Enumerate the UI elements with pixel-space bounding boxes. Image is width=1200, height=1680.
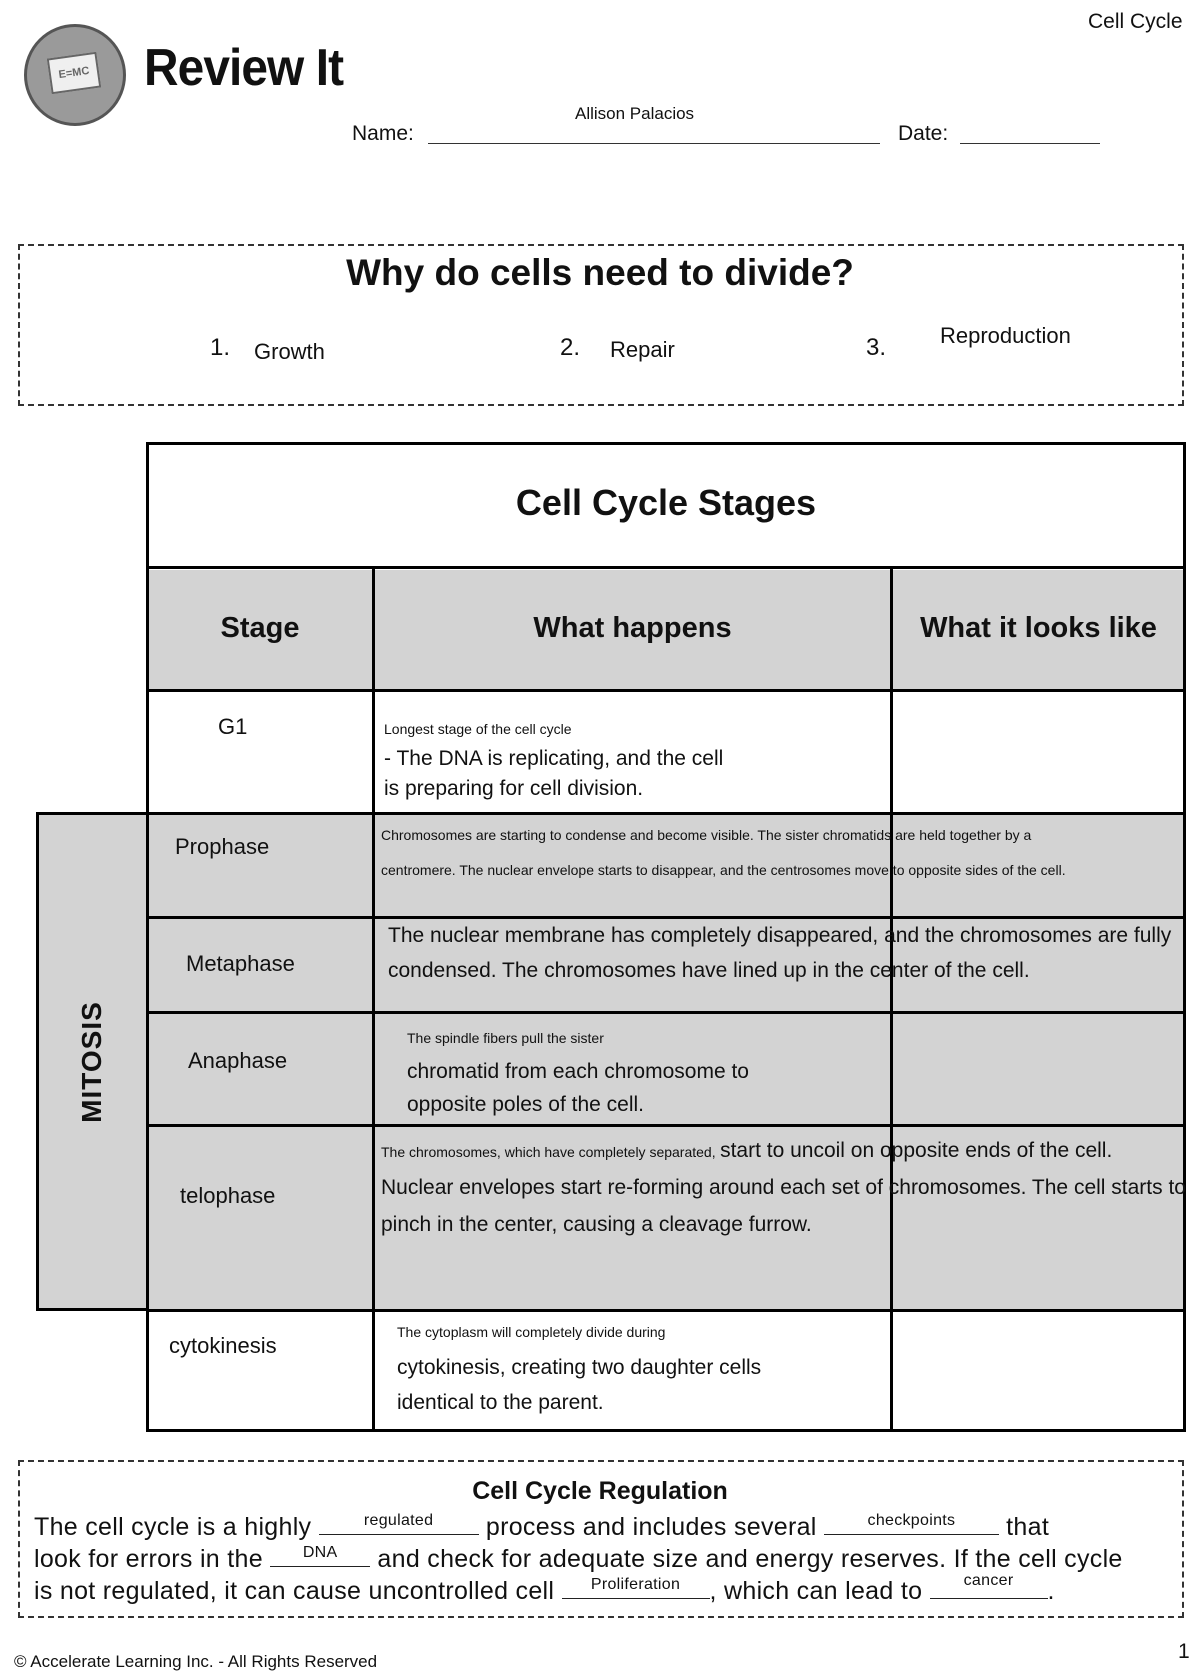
regulation-line: is not regulated, it can cause uncontrol… (34, 1572, 1055, 1606)
column-header-stage: Stage (220, 612, 300, 644)
reason-answer-field[interactable]: Growth (254, 339, 325, 364)
blank-field[interactable]: DNA (270, 1542, 371, 1567)
blank-field[interactable]: regulated (318, 1510, 479, 1535)
what-happens-cell[interactable]: Chromosomes are starting to condense and… (381, 827, 1066, 878)
regulation-text: The cell cycle is a highly (34, 1513, 312, 1541)
date-label: Date: (898, 122, 949, 145)
page-number: 1 (1178, 1640, 1190, 1663)
reason-answer-field[interactable]: Repair (610, 337, 675, 362)
row-divider (146, 689, 1186, 692)
reason-number: 2. (560, 334, 581, 361)
regulation-title: Cell Cycle Regulation (472, 1477, 728, 1505)
blank-field[interactable]: Proliferation (561, 1574, 710, 1599)
regulation-text: process and includes several (485, 1513, 817, 1541)
topic-label: Cell Cycle (1088, 10, 1183, 33)
regulation-text: look for errors in the (34, 1545, 263, 1573)
what-happens-cell[interactable]: The spindle fibers pull the sister chrom… (407, 1022, 807, 1121)
row-divider (146, 566, 1186, 569)
stage-name: Metaphase (186, 951, 295, 976)
name-field-line (428, 143, 880, 144)
regulation-text: , which can lead to (709, 1577, 923, 1605)
table-title: Cell Cycle Stages (515, 482, 817, 523)
what-happens-note: Longest stage of the cell cycle (384, 721, 572, 737)
copyright: © Accelerate Learning Inc. - All Rights … (14, 1652, 378, 1671)
blank-field[interactable]: checkpoints (823, 1510, 999, 1535)
reason-answer-field[interactable]: Reproduction (940, 323, 1071, 348)
date-field[interactable] (960, 143, 1100, 144)
row-divider (146, 1011, 1186, 1014)
name-label: Name: (352, 122, 414, 145)
reason-number: 1. (210, 334, 231, 361)
brand-title: Review It (144, 39, 344, 97)
why-divide-box (18, 244, 1184, 406)
logo: E=MC (24, 24, 126, 126)
stage-name: G1 (218, 714, 248, 739)
regulation-box (18, 1460, 1184, 1618)
column-divider (372, 566, 375, 1432)
stage-name: telophase (180, 1183, 276, 1208)
regulation-line: look for errors in the DNA and check for… (34, 1542, 1123, 1574)
blank-field[interactable]: cancer (929, 1572, 1048, 1599)
mitosis-band (36, 812, 148, 1311)
what-happens-note: The cytoplasm will completely divide dur… (397, 1324, 666, 1340)
why-divide-question: Why do cells need to divide? (346, 252, 854, 293)
regulation-text: . (1047, 1577, 1055, 1605)
stage-name: Anaphase (188, 1048, 288, 1073)
what-happens-text: start to uncoil on opposite ends of the … (381, 1139, 1186, 1236)
mitosis-label: MITOSIS (76, 1000, 107, 1123)
name-field[interactable]: Allison Palacios (575, 104, 695, 123)
column-divider (890, 566, 893, 1432)
column-header-looks-like: What it looks like (920, 612, 1157, 644)
regulation-text: and check for adequate size and energy r… (377, 1545, 1123, 1573)
logo-card-icon: E=MC (46, 51, 102, 95)
mitosis-rows-shade (148, 814, 1184, 1311)
stage-name: cytokinesis (169, 1333, 277, 1358)
row-divider (146, 812, 1186, 815)
row-divider (146, 916, 1186, 919)
what-happens-note: The spindle fibers pull the sister (407, 1030, 604, 1046)
cell-cycle-stages-table (146, 442, 1186, 1432)
what-happens-cell[interactable]: The cytoplasm will completely divide dur… (397, 1315, 837, 1420)
regulation-line: The cell cycle is a highly regulated pro… (34, 1510, 1049, 1542)
row-divider (146, 1309, 1186, 1312)
what-happens-text: cytokinesis, creating two daughter cells… (397, 1356, 762, 1414)
what-happens-note: The chromosomes, which have completely s… (381, 1144, 716, 1160)
reason-number: 3. (866, 334, 887, 361)
regulation-text: is not regulated, it can cause uncontrol… (34, 1577, 555, 1605)
row-divider (146, 1124, 1186, 1127)
header-row-shade (148, 570, 1184, 691)
what-happens-cell[interactable]: The chromosomes, which have completely s… (381, 1133, 1187, 1244)
what-happens-text: - The DNA is replicating, and the cell i… (384, 747, 724, 800)
regulation-text: that (1006, 1513, 1050, 1541)
column-header-what-happens: What happens (533, 612, 732, 644)
what-happens-text: chromatid from each chromosome to opposi… (407, 1060, 749, 1116)
what-happens-cell[interactable]: Longest stage of the cell cycle - The DN… (384, 714, 724, 804)
what-happens-cell[interactable]: The nuclear membrane has completely disa… (388, 924, 1172, 982)
stage-name: Prophase (175, 834, 270, 859)
